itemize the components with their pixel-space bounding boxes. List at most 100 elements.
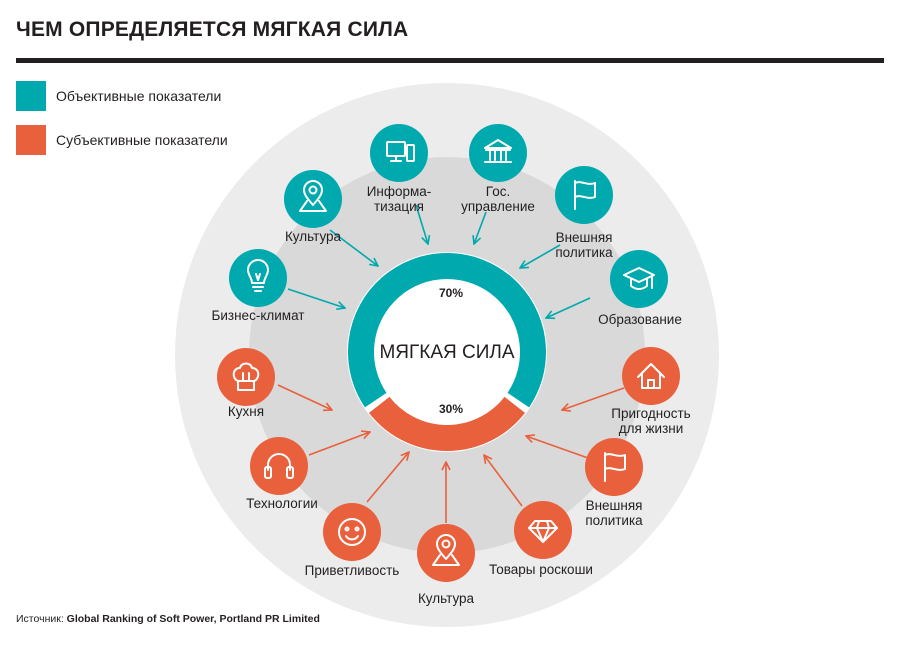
factor-label-line: для жизни xyxy=(619,421,684,436)
factor-node-1: Гос.управление xyxy=(461,124,535,214)
factor-label: Культура xyxy=(285,229,342,244)
factor-node-0: Информа-тизация xyxy=(367,124,432,214)
factor-label-line: Технологии xyxy=(246,496,318,511)
objective-share-label: 70% xyxy=(439,286,463,300)
factor-label-line: Гос. xyxy=(486,184,510,199)
factor-label-line: Внешняя xyxy=(586,498,643,513)
flag-icon xyxy=(574,180,596,210)
factor-node-9: Культура xyxy=(417,524,475,606)
factor-node-7: Технологии xyxy=(246,437,318,511)
factor-label-line: тизация xyxy=(374,199,424,214)
factor-node-6: Кухня xyxy=(217,348,275,419)
diamond-icon xyxy=(528,520,558,543)
source-text: Global Ranking of Soft Power, Portland P… xyxy=(66,613,320,625)
factor-circle xyxy=(610,250,668,308)
arrow-subjective-8 xyxy=(366,452,409,503)
graduation-cap-icon xyxy=(623,267,655,290)
ring-center xyxy=(375,280,519,424)
factor-circle xyxy=(514,501,572,559)
factor-label: Товары роскоши xyxy=(489,562,593,577)
arrow-objective-0 xyxy=(415,204,428,244)
factor-label-line: Культура xyxy=(285,229,342,244)
factor-label-line: Бизнес-климат xyxy=(212,308,305,323)
flag-icon xyxy=(604,452,626,482)
factor-circle xyxy=(585,438,643,496)
source-note: Источник: Global Ranking of Soft Power, … xyxy=(16,613,320,625)
factor-circle xyxy=(622,347,680,405)
legend-label-objective: Объективные показатели xyxy=(56,88,222,104)
legend-swatch-subjective xyxy=(16,125,46,155)
factor-label: Приветливость xyxy=(305,563,400,578)
ring-segment-subjective xyxy=(368,396,526,451)
title-divider xyxy=(16,58,884,63)
factor-circle xyxy=(555,166,613,224)
map-pin-icon xyxy=(299,180,327,212)
factor-label-line: Приветливость xyxy=(305,563,400,578)
factor-label: Технологии xyxy=(246,496,318,511)
factor-label: Образование xyxy=(598,312,682,327)
factor-circle xyxy=(217,348,275,406)
factor-circle xyxy=(370,124,428,182)
factor-label-line: Информа- xyxy=(367,184,432,199)
factor-circle xyxy=(417,524,475,582)
factor-label: Кухня xyxy=(228,404,264,419)
factor-label-line: политика xyxy=(555,245,613,260)
factor-circle xyxy=(250,437,308,495)
page-title: ЧЕМ ОПРЕДЕЛЯЕТСЯ МЯГКАЯ СИЛА xyxy=(16,18,409,41)
arrow-subjective-12 xyxy=(562,387,625,410)
headphones-icon xyxy=(264,453,294,479)
map-pin-icon xyxy=(432,534,460,566)
arrow-subjective-10 xyxy=(484,455,523,507)
factor-node-4: Культура xyxy=(284,170,342,244)
factor-node-3: Образование xyxy=(598,250,682,327)
factor-label-line: Товары роскоши xyxy=(489,562,593,577)
factor-label: Бизнес-климат xyxy=(212,308,305,323)
arrow-objective-4 xyxy=(329,229,378,266)
factor-label-line: Кухня xyxy=(228,404,264,419)
arrows-group xyxy=(277,204,625,523)
house-icon xyxy=(637,363,665,389)
arrow-objective-5 xyxy=(287,288,345,308)
legend-item-subjective: Субъективные показатели xyxy=(16,125,228,155)
government-building-icon xyxy=(484,139,512,163)
factor-label-line: политика xyxy=(585,513,643,528)
factor-label-line: управление xyxy=(461,199,535,214)
legend-label-subjective: Субъективные показатели xyxy=(56,132,228,148)
center-label: МЯГКАЯ СИЛА xyxy=(379,342,514,363)
arrow-objective-1 xyxy=(474,211,487,244)
factor-label-line: Пригодность xyxy=(611,406,690,421)
arrow-subjective-6 xyxy=(277,384,332,410)
factor-label: Информа-тизация xyxy=(367,184,432,214)
factor-node-8: Приветливость xyxy=(305,503,400,578)
arrow-objective-2 xyxy=(520,244,561,268)
legend-item-objective: Объективные показатели xyxy=(16,81,221,111)
lightbulb-icon xyxy=(247,259,269,292)
factor-label-line: Образование xyxy=(598,312,682,327)
ring-segment-objective xyxy=(348,253,546,408)
arrow-subjective-11 xyxy=(526,436,589,459)
legend-swatch-objective xyxy=(16,81,46,111)
factor-circle xyxy=(284,170,342,228)
factor-label-line: Внешняя xyxy=(556,230,613,245)
smile-icon xyxy=(338,518,366,546)
source-prefix: Источник: xyxy=(16,613,64,625)
subjective-share-label: 30% xyxy=(439,402,463,416)
computer-icon xyxy=(386,141,415,162)
factor-circle xyxy=(469,124,527,182)
factor-label-line: Культура xyxy=(418,591,475,606)
factor-label: Культура xyxy=(418,591,475,606)
arrow-objective-3 xyxy=(546,297,591,318)
factor-circle xyxy=(323,503,381,561)
factor-node-5: Бизнес-климат xyxy=(212,249,305,323)
chef-hat-icon xyxy=(232,362,260,391)
arrow-subjective-7 xyxy=(308,432,370,456)
factor-node-10: Товары роскоши xyxy=(489,501,593,577)
factor-label: Гос.управление xyxy=(461,184,535,214)
